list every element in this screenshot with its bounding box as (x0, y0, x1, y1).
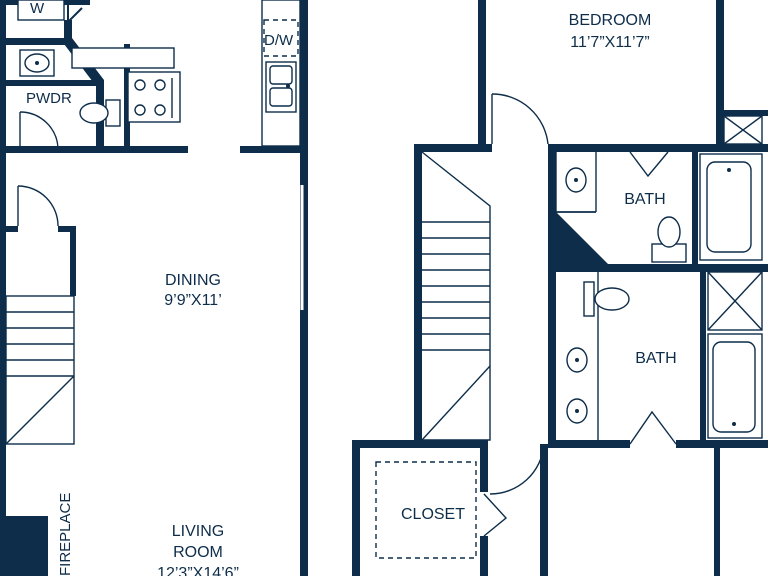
bedroom-label: BEDROOM (569, 12, 652, 29)
bedroom-dims: 11’7”X11’7” (570, 34, 649, 51)
wall-closet-top (352, 440, 488, 448)
living-label: LIVING (172, 523, 224, 540)
wall-bath-left (548, 144, 556, 444)
wall-washer-bottom (0, 38, 70, 45)
pwdr-toilet-bowl-icon (79, 102, 109, 124)
bath-upper-label: BATH (624, 191, 665, 208)
wall-lower-right (714, 444, 720, 576)
stair-door-swing (17, 185, 59, 227)
right-unit: BEDROOM 11’7”X11’7” (352, 0, 768, 576)
living-label-line2: ROOM (173, 544, 223, 561)
bath-lower-door (629, 410, 677, 445)
bedroom-door-swing (491, 93, 549, 145)
wall-diagonal (64, 20, 104, 86)
wall-left-outer (0, 0, 6, 576)
burner-icon (154, 104, 166, 116)
closet-label: CLOSET (401, 506, 465, 523)
wall-bath-divider (548, 264, 768, 272)
left-unit: W PWDR D/W (0, 0, 308, 576)
wall-stair-side (70, 226, 76, 296)
pwdr-label: PWDR (26, 90, 72, 107)
wall-kitchen-bottom (0, 146, 188, 153)
wall-bedroom-left (478, 0, 486, 144)
washer-label: W (30, 0, 45, 17)
burner-icon (134, 79, 146, 91)
wall-pwdr-top (0, 80, 104, 86)
burner-icon (134, 104, 146, 116)
dining-dims: 9’9”X11’ (164, 292, 222, 309)
wall-lower-hall (540, 444, 548, 576)
wall-closet-right-lower (480, 536, 488, 576)
bath-lower-linen (707, 271, 763, 331)
bath-lower-tub-basin-icon (712, 341, 756, 433)
bath-upper-door (629, 151, 669, 178)
wall-stair-left (414, 144, 422, 444)
wall-stair-top-left (0, 226, 18, 232)
kitchen-sink-basin-icon (269, 87, 293, 107)
kitchen-sink-basin-icon (269, 65, 293, 85)
bath-upper-toilet-icon (657, 216, 681, 248)
dishwasher-outline (263, 19, 299, 57)
pwdr-door-swing (19, 111, 59, 149)
wall-tub-lower (700, 268, 706, 444)
bath-lower-label: BATH (635, 350, 676, 367)
wall-bedroom-right (716, 0, 724, 148)
staircase (421, 151, 491, 441)
living-dims: 12’3”X14’6” (157, 565, 239, 576)
bath-lower-toilet-tank (583, 281, 595, 317)
dining-label: DINING (165, 272, 221, 289)
kitchen-counter (71, 47, 175, 69)
closet-door (483, 493, 508, 537)
bath-upper-corner (556, 212, 612, 268)
wall-kitchen-left (124, 44, 130, 148)
wall-kitchen-bottom-right (240, 146, 304, 153)
dishwasher-label: D/W (264, 32, 294, 49)
wall-closet-right-upper (480, 444, 488, 492)
burner-icon (154, 79, 166, 91)
closet-shelf-outline (375, 461, 477, 559)
fireplace (0, 516, 48, 576)
stair-left (5, 295, 75, 445)
faucet-icon (286, 84, 290, 88)
washer-box (17, 0, 65, 21)
wall-closet-left (352, 440, 360, 576)
bath-upper-tub-basin-icon (706, 161, 752, 253)
hall-door-swing (489, 443, 545, 495)
wall-center (300, 0, 308, 576)
wall-tub-upper (692, 144, 698, 270)
bath-lower-toilet-icon (594, 287, 630, 311)
pwdr-drain-icon (35, 61, 39, 65)
wall-hall-top (414, 144, 492, 152)
wall-bath-bottom-right (676, 440, 768, 448)
fireplace-label: FIREPLACE (57, 493, 74, 576)
wall-linen-top (716, 110, 768, 116)
kitchen-counter-right (261, 0, 301, 147)
wall-stair-top-right (58, 226, 76, 232)
wall-bath-bottom-left (548, 440, 630, 448)
wall-bath-top (548, 144, 768, 152)
